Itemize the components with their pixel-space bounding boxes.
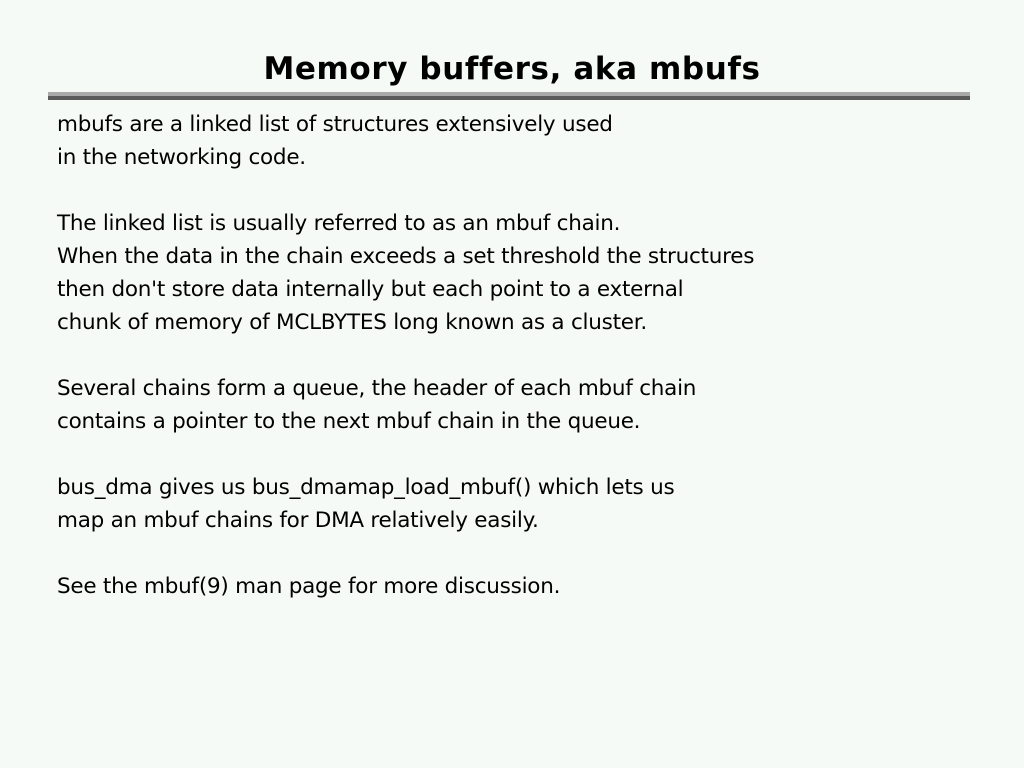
- body-line: chunk of memory of MCLBYTES long known a…: [57, 310, 647, 335]
- paragraph: See the mbuf(9) man page for more discus…: [57, 570, 987, 603]
- body-line: Several chains form a queue, the header …: [57, 376, 697, 401]
- title-divider-bottom-band: [48, 96, 970, 100]
- title-divider-top-band: [48, 92, 970, 96]
- title-divider: [48, 92, 970, 100]
- paragraph: bus_dma gives us bus_dmamap_load_mbuf() …: [57, 471, 987, 537]
- body-line: then don't store data internally but eac…: [57, 277, 684, 302]
- body-line: in the networking code.: [57, 145, 306, 170]
- paragraph: The linked list is usually referred to a…: [57, 207, 987, 339]
- body-line: map an mbuf chains for DMA relatively ea…: [57, 508, 539, 533]
- body-line: When the data in the chain exceeds a set…: [57, 244, 755, 269]
- body-line: mbufs are a linked list of structures ex…: [57, 112, 613, 137]
- slide-body: mbufs are a linked list of structures ex…: [57, 108, 987, 603]
- body-line: bus_dma gives us bus_dmamap_load_mbuf() …: [57, 475, 675, 500]
- paragraph: mbufs are a linked list of structures ex…: [57, 108, 987, 174]
- body-line: contains a pointer to the next mbuf chai…: [57, 409, 641, 434]
- body-line: The linked list is usually referred to a…: [57, 211, 621, 236]
- body-line: See the mbuf(9) man page for more discus…: [57, 574, 561, 599]
- page-title: Memory buffers, aka mbufs: [263, 51, 761, 87]
- paragraph: Several chains form a queue, the header …: [57, 372, 987, 438]
